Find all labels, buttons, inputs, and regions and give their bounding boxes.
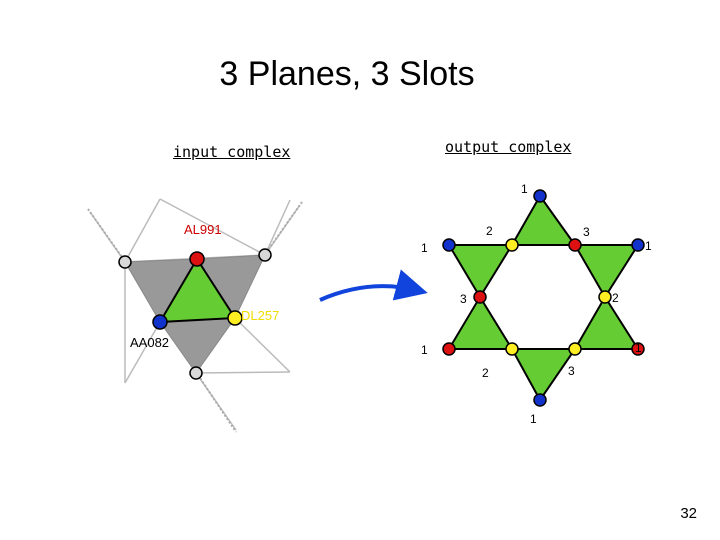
out-node-bottom-blue — [533, 393, 547, 407]
input-node-red — [189, 251, 205, 267]
num-3-lower: 3 — [568, 364, 575, 378]
out-node-blue-ur — [631, 238, 645, 252]
out-node-yellow-mid — [598, 290, 612, 304]
out-node-yellow-3 — [568, 342, 582, 356]
num-top: 1 — [521, 182, 528, 196]
green-triangle-upper-left — [447, 244, 514, 299]
input-node-gray-bottom — [189, 366, 203, 380]
green-triangle-lower-left — [447, 295, 514, 350]
num-1-upper-right: 1 — [645, 239, 652, 253]
num-2-lower: 2 — [482, 366, 489, 380]
input-complex-caption: input complex — [173, 143, 291, 161]
num-3-upper: 3 — [583, 225, 590, 239]
green-triangle-upper-right — [573, 244, 640, 299]
output-complex: 1 2 3 1 1 3 2 1 1 2 3 1 — [421, 182, 652, 426]
num-3-mid: 3 — [460, 292, 467, 306]
out-node-red-1 — [568, 238, 582, 252]
input-dashed-rays — [87, 201, 303, 433]
out-node-red-lr — [631, 342, 645, 356]
num-1-lower-right: 1 — [635, 341, 642, 355]
input-node-yellow — [227, 310, 243, 326]
page-number: 32 — [680, 505, 697, 522]
num-1-upper-left: 1 — [421, 241, 428, 255]
input-node-gray-left — [118, 255, 132, 269]
out-node-top-blue — [533, 189, 547, 203]
out-node-red-mid — [473, 290, 487, 304]
green-triangle-bottom — [510, 348, 577, 402]
label-dl257: DL257 — [241, 308, 279, 323]
num-2-upper: 2 — [486, 224, 493, 238]
output-complex-caption: output complex — [445, 138, 572, 156]
input-complex: AL991 AA082 DL257 — [87, 198, 303, 433]
gray-triangle-bottom — [159, 317, 237, 374]
num-1-lower-left: 1 — [421, 343, 428, 357]
transform-arrow — [319, 269, 428, 302]
num-2-mid: 2 — [612, 291, 619, 305]
green-triangle-top — [510, 194, 577, 246]
input-node-gray-right — [258, 248, 272, 262]
out-node-red-ll — [442, 342, 456, 356]
green-triangle-input — [158, 257, 237, 324]
out-node-yellow-1 — [505, 238, 519, 252]
input-node-blue — [152, 314, 168, 330]
label-al991: AL991 — [184, 222, 222, 237]
green-triangle-lower-right — [573, 295, 640, 350]
label-aa082: AA082 — [130, 335, 169, 350]
slide-title: 3 Planes, 3 Slots — [219, 55, 475, 93]
out-node-blue-ul — [442, 238, 456, 252]
out-node-yellow-2 — [505, 342, 519, 356]
num-bottom: 1 — [530, 412, 537, 426]
